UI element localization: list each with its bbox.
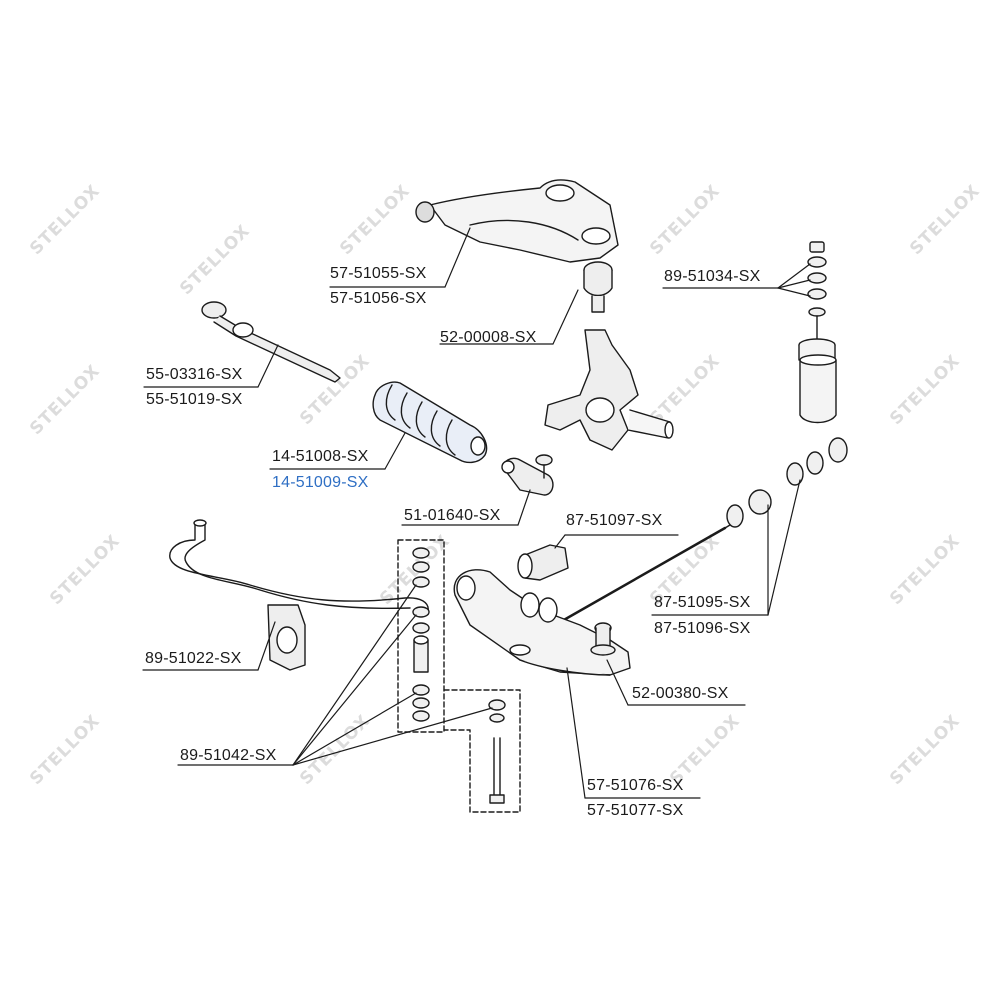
label-14-51008-sx: 14-51008-SX — [272, 448, 369, 465]
label-57-51055-sx: 57-51055-SX — [330, 265, 427, 282]
steering-knuckle — [544, 329, 674, 451]
label-87-51097-sx: 87-51097-SX — [566, 512, 663, 529]
lower-control-arm — [453, 569, 631, 676]
stabilizer-link-kit — [397, 539, 521, 813]
label-52-00008-sx: 52-00008-SX — [440, 329, 537, 346]
label-55-03316-sx: 55-03316-SX — [146, 366, 243, 383]
label-89-51042-sx: 89-51042-SX — [180, 747, 277, 764]
shock-absorber — [798, 338, 837, 424]
label-87-51096-sx: 87-51096-SX — [654, 620, 751, 637]
strut-rod — [553, 524, 731, 627]
leader-lines — [142, 227, 811, 799]
label-57-51056-sx: 57-51056-SX — [330, 290, 427, 307]
tie-rod-end — [501, 454, 554, 496]
label-51-01640-sx: 51-01640-SX — [404, 507, 501, 524]
steering-rack-boot — [372, 381, 488, 464]
label-87-51095-sx: 87-51095-SX — [654, 594, 751, 611]
shock-mount-hardware — [807, 241, 827, 346]
label-89-51034-sx: 89-51034-SX — [664, 268, 761, 285]
upper-control-arm — [415, 179, 619, 263]
stabilizer-bar — [169, 519, 429, 616]
label-57-51076-sx: 57-51076-SX — [587, 777, 684, 794]
label-55-51019-sx: 55-51019-SX — [146, 391, 243, 408]
inner-tie-rod — [201, 301, 341, 383]
upper-ball-joint — [583, 261, 613, 313]
label-89-51022-sx: 89-51022-SX — [145, 650, 242, 667]
lower-ball-joint — [590, 622, 616, 656]
label-14-51009-sx: 14-51009-SX — [272, 474, 369, 491]
lower-arm-bushing — [517, 544, 569, 581]
label-52-00380-sx: 52-00380-SX — [632, 685, 729, 702]
label-57-51077-sx: 57-51077-SX — [587, 802, 684, 819]
strut-rod-bushings — [726, 437, 848, 528]
stabilizer-bushing — [267, 604, 306, 671]
